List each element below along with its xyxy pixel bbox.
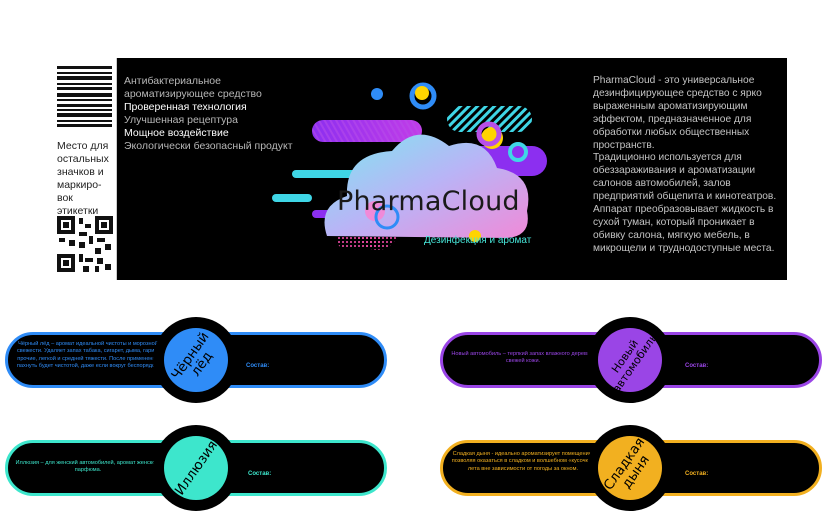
placeholder-text: Место для остальных значков и маркиро-во…	[57, 140, 109, 217]
flavour-description: Чёрный лёд – аромат идеальной чистоты и …	[16, 341, 160, 369]
flavour-badge-ring: Иллюзия	[153, 425, 239, 511]
feature-item: Проверенная технология	[124, 101, 247, 113]
flavour-badge: Новый автомобиль	[598, 328, 662, 396]
flavour-badge-ring: Чёрный лёд	[153, 317, 239, 403]
flavour-name: Иллюзия	[171, 437, 221, 499]
flavour-badge: Сладкая дыня	[598, 434, 662, 500]
flavour-badge-ring: Новый автомобиль	[587, 317, 673, 403]
flavour-name: Новый автомобиль	[608, 331, 660, 396]
main-label: Место для остальных значков и маркиро-во…	[52, 58, 787, 280]
flavour-description: Иллюзия – для женский автомобилей, арома…	[15, 460, 161, 474]
composition-label: Состав:	[685, 363, 709, 369]
flavour-badge: Чёрный лёд	[164, 328, 228, 392]
description: PharmaCloud - это универсальное дезинфиц…	[593, 75, 788, 256]
description-paragraph: Традиционно используется для обеззаражив…	[593, 152, 777, 203]
feature-item: Мощное воздействие	[124, 127, 229, 139]
flavour-description: Новый автомобиль – терпкий запах влажног…	[451, 351, 595, 365]
composition-label: Состав:	[248, 471, 272, 477]
flavour-name: Чёрный лёд	[168, 329, 216, 383]
feature-item: Улучшенная рецептура	[124, 114, 238, 126]
composition-label: Состав:	[685, 471, 709, 477]
qr-code-icon	[57, 216, 113, 272]
feature-list: Антибактериальное ароматизирующее средст…	[124, 75, 294, 153]
barcode-icon	[57, 66, 112, 127]
flavour-name: Сладкая дыня	[600, 434, 653, 494]
flavour-description: Сладкая дыня - идеально ароматизирует по…	[451, 451, 595, 472]
marking-strip: Место для остальных значков и маркиро-во…	[52, 58, 117, 280]
flavour-badge-ring: Сладкая дыня	[587, 425, 673, 511]
composition-label: Состав:	[246, 363, 270, 369]
description-paragraph: PharmaCloud - это универсальное дезинфиц…	[593, 75, 762, 151]
brand-name: PharmaCloud	[337, 186, 520, 217]
flavour-badge: Иллюзия	[164, 436, 228, 500]
cloud-illustration	[272, 82, 547, 250]
tagline: Дезинфекция и аромат	[424, 235, 532, 246]
feature-item: Антибактериальное ароматизирующее средст…	[124, 75, 262, 100]
description-paragraph: Аппарат преобразовывает жидкость в сухой…	[593, 204, 775, 254]
feature-item: Экологически безопасный продукт	[124, 140, 293, 152]
